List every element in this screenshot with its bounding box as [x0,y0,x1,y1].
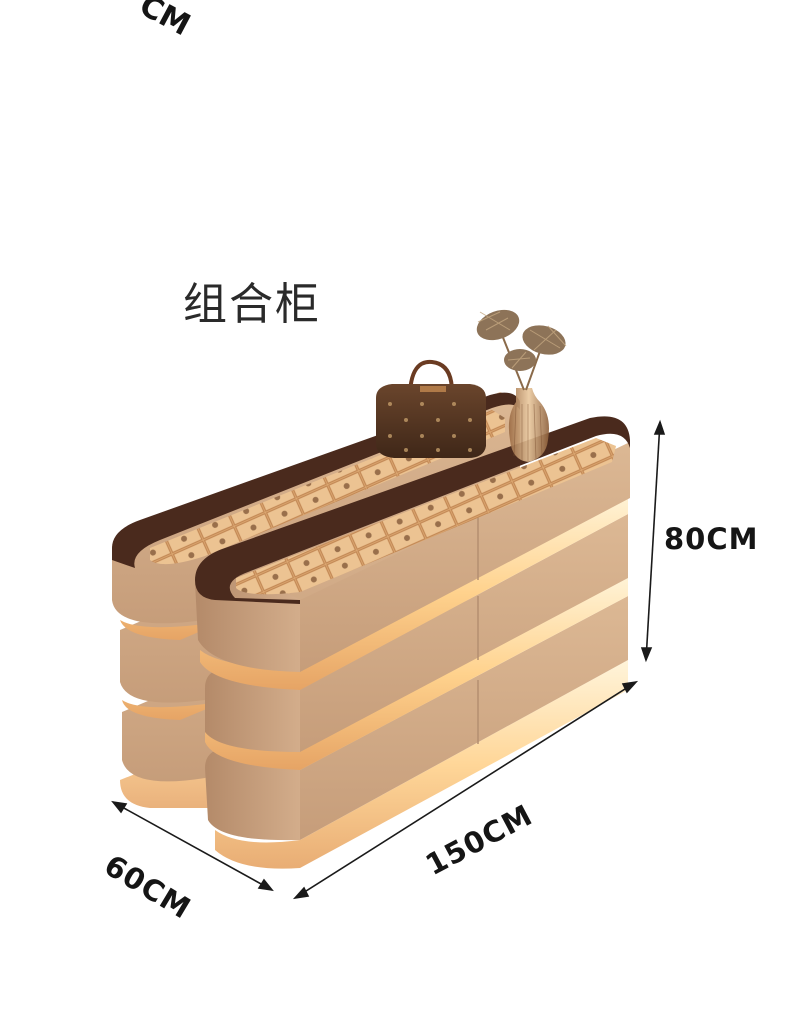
dried-flowers-icon [476,309,567,391]
height-dimension-line [640,419,666,663]
product-title: 组合柜 [183,279,321,330]
width-dimension-line [292,680,639,900]
depth-dimension-line [111,800,274,892]
front-cabinet [195,416,630,869]
handbag-icon [376,359,486,458]
vase-icon [508,388,549,462]
height-dimension-label: 80CM [664,522,759,556]
